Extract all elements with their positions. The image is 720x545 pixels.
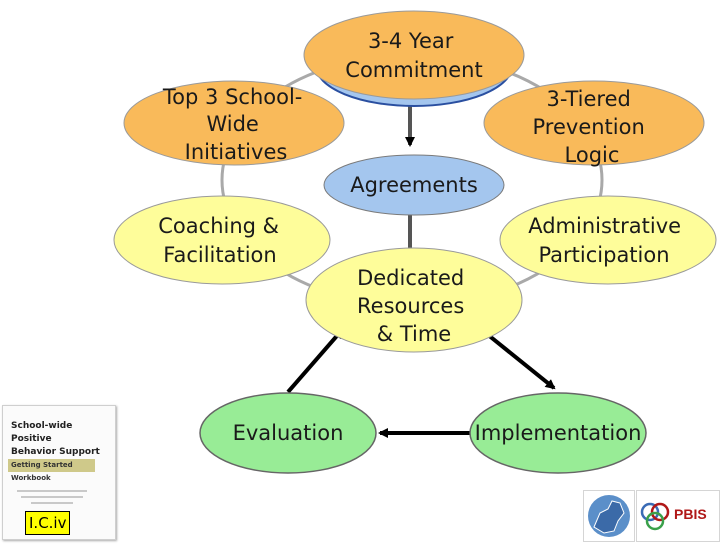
node-resources-line: & Time xyxy=(377,322,451,346)
node-evaluation: Evaluation xyxy=(199,392,377,474)
node-resources-line: Resources xyxy=(357,294,464,318)
svg-text:Agreements: Agreements xyxy=(350,173,478,197)
svg-text:Top 3 School- Wide: Top 3 School- Wide Initiatives xyxy=(162,85,309,164)
node-administrative-line: Participation xyxy=(538,243,669,267)
node-agreements: Agreements xyxy=(323,154,505,216)
workbook-subtitle: Getting Started Workbook xyxy=(8,459,95,482)
node-commitment-line: 3-4 Year xyxy=(368,29,454,53)
node-agreements-line: Agreements xyxy=(350,173,478,197)
workbook-title: School-wide Positive Behavior Support xyxy=(11,420,111,459)
map-icon xyxy=(588,495,630,537)
svg-text:3-4 Year Commitment: 3-4 Year Commitment xyxy=(345,29,482,82)
node-initiatives-line: Top 3 School- xyxy=(162,85,302,109)
arrow-evaluation-to-resources xyxy=(286,328,344,394)
workbook-text-line xyxy=(21,496,83,498)
node-commitment-line: Commitment xyxy=(345,58,482,82)
section-code-label: I.C.iv xyxy=(25,511,71,535)
workbook-text-line xyxy=(17,490,87,492)
svg-text:Implementation: Implementation xyxy=(475,421,642,445)
node-initiatives-line: Initiatives xyxy=(185,140,288,164)
node-administrative-line: Administrative xyxy=(528,214,681,238)
node-prevention: 3-Tiered Prevention Logic xyxy=(483,80,705,167)
node-prevention-line: 3-Tiered xyxy=(546,87,630,111)
svg-text:Dedicated Resources: Dedicated Resources & Time xyxy=(357,266,471,346)
node-initiatives: Top 3 School- Wide Initiatives xyxy=(123,80,345,166)
svg-text:3-Tiered Prevention: 3-Tiered Prevention Logic xyxy=(533,87,652,167)
node-resources: Dedicated Resources & Time xyxy=(305,247,523,353)
pbis-logo: PBIS xyxy=(636,490,720,542)
node-prevention-line: Logic xyxy=(565,143,620,167)
node-commitment: 3-4 Year Commitment xyxy=(303,10,525,107)
pbis-rings-icon xyxy=(640,502,670,531)
node-implementation: Implementation xyxy=(469,392,647,474)
node-administrative: Administrative Participation xyxy=(499,195,717,285)
svg-text:Coaching & Facilitation: Coaching & Facilitation xyxy=(158,214,285,267)
node-resources-line: Dedicated xyxy=(357,266,464,290)
pbis-logo-text: PBIS xyxy=(674,506,707,522)
workbook-title-line: School-wide Positive xyxy=(11,421,73,444)
svg-text:Administrative Participa: Administrative Participation xyxy=(528,214,688,267)
workbook-cover: School-wide Positive Behavior Support Ge… xyxy=(2,405,116,540)
svg-text:Evaluation: Evaluation xyxy=(233,421,344,445)
workbook-title-line: Behavior Support xyxy=(11,447,100,457)
node-implementation-line: Implementation xyxy=(475,421,642,445)
node-coaching-line: Coaching & xyxy=(158,214,279,238)
arrow-resources-to-implementation xyxy=(480,328,556,390)
node-coaching-line: Facilitation xyxy=(163,243,276,267)
northeast-map-logo xyxy=(583,490,635,542)
node-coaching: Coaching & Facilitation xyxy=(113,195,331,285)
node-evaluation-line: Evaluation xyxy=(233,421,344,445)
node-prevention-line: Prevention xyxy=(533,115,645,139)
node-initiatives-line: Wide xyxy=(206,112,258,136)
workbook-text-line xyxy=(31,502,73,504)
